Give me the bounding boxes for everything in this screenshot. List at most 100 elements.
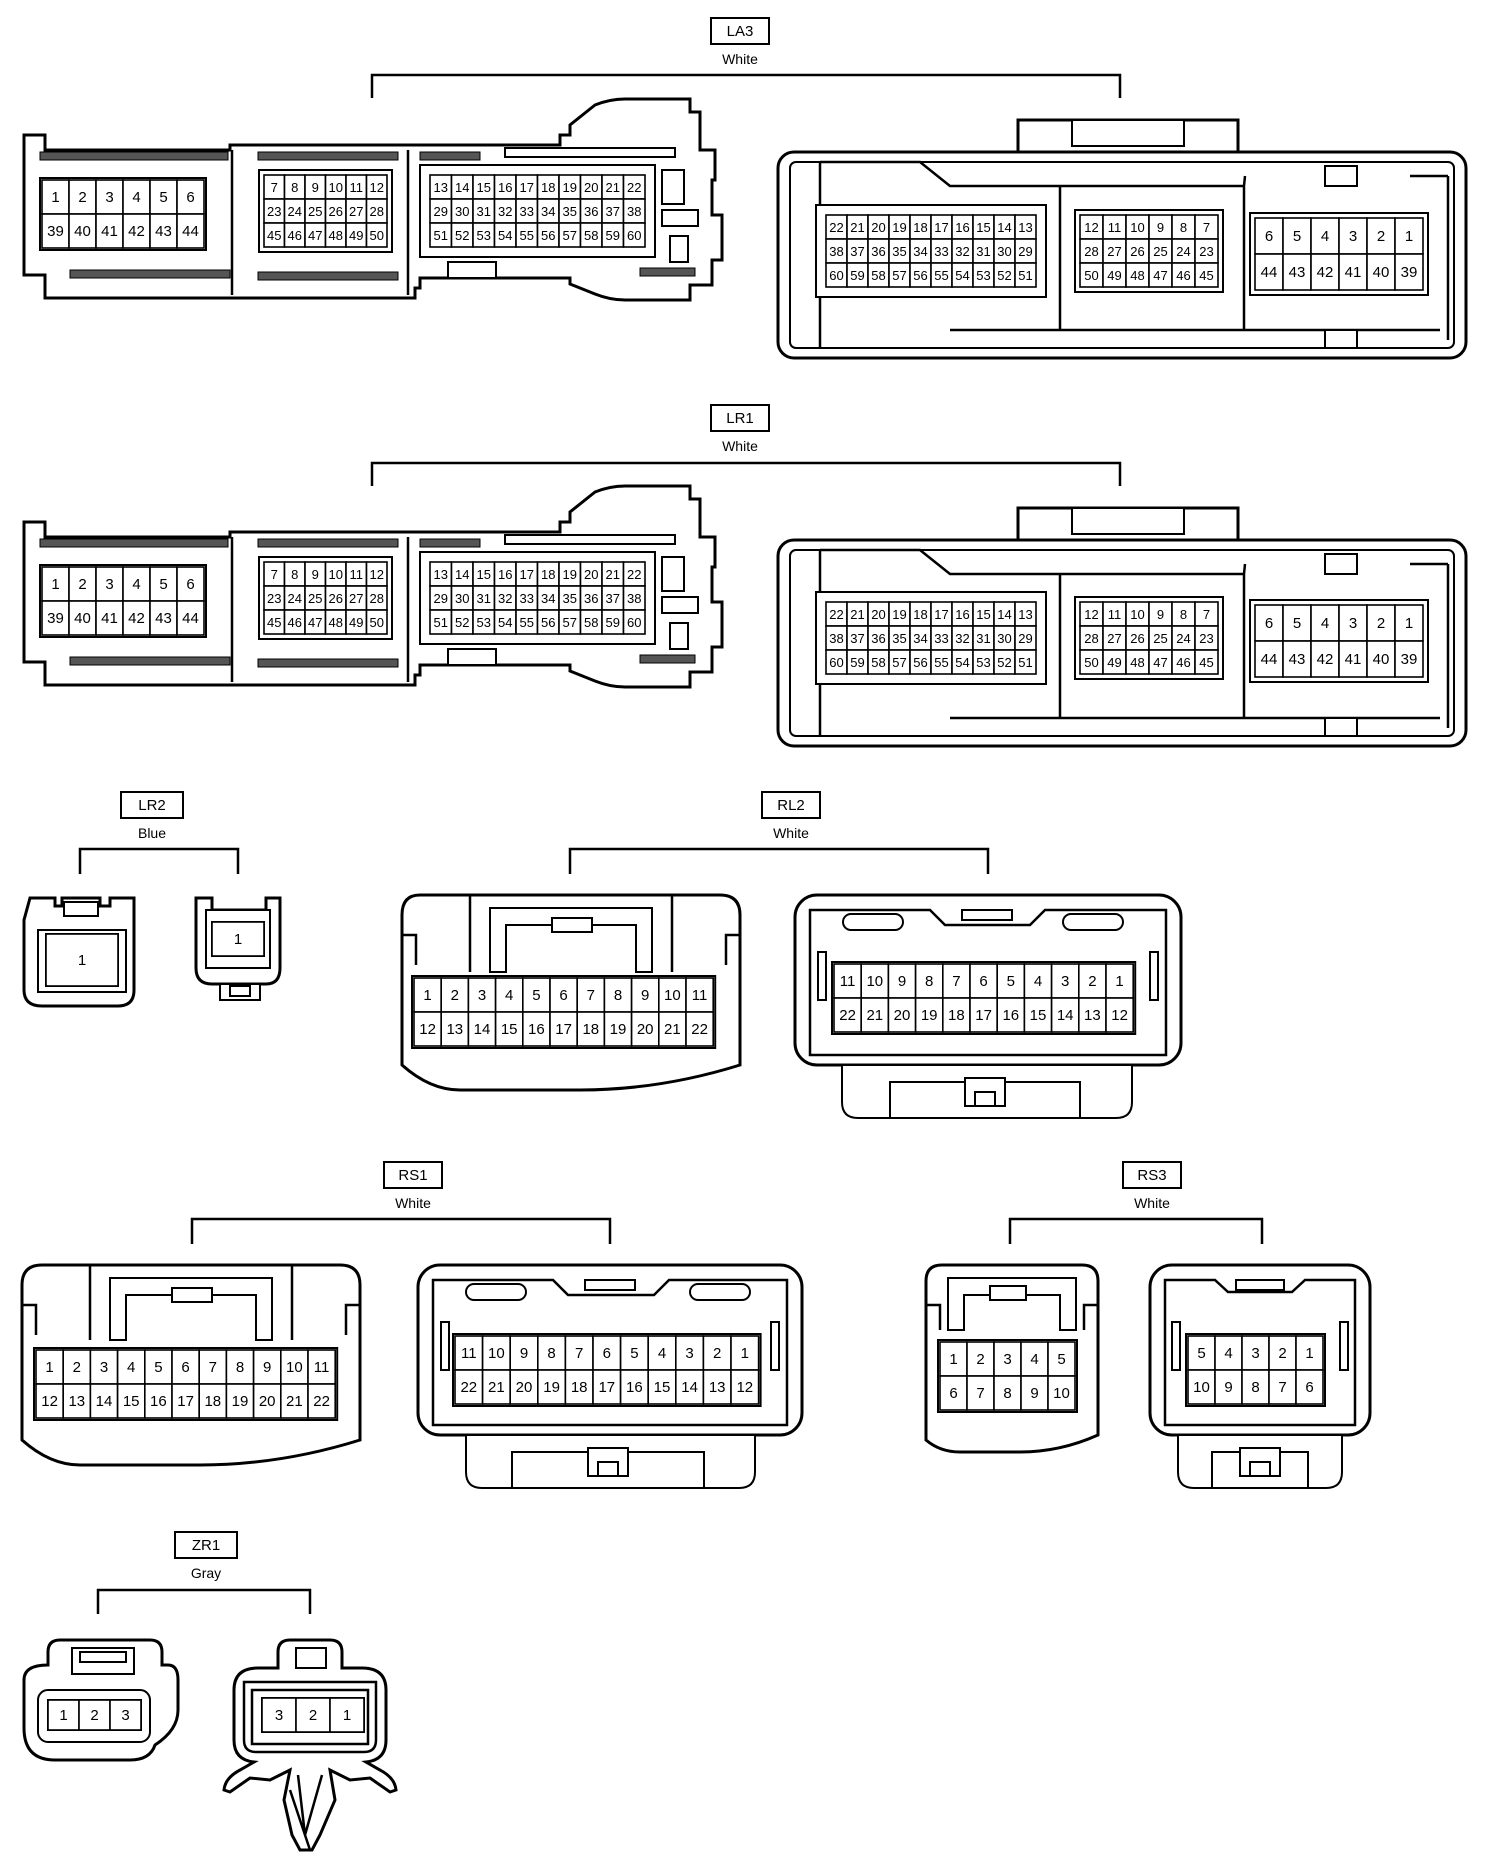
pin-number: 47 [1153, 268, 1167, 283]
pin-number: 14 [96, 1393, 113, 1410]
pin-number: 8 [1251, 1379, 1259, 1396]
pin-number: 3 [1003, 1351, 1011, 1368]
connector-id-label: LR1 [726, 410, 754, 427]
pin-number: 4 [1321, 228, 1329, 245]
pin-cell-la3: 29 [429, 198, 453, 224]
pin-cell-lr1: 15 [472, 561, 496, 587]
pin-cell-zr1: 2 [295, 1697, 331, 1733]
pin-number: 8 [291, 180, 298, 195]
pin-cell-rs1: 6 [171, 1349, 201, 1385]
pin-cell-lr1: 35 [888, 625, 911, 651]
pin-cell-la3: 23 [263, 198, 286, 224]
pin-cell-rs1: 16 [144, 1383, 173, 1419]
pin-cell-rl2: 20 [887, 997, 917, 1033]
pin-cell-la3: 13 [1014, 214, 1037, 240]
pin-number: 19 [543, 1379, 560, 1396]
pin-cell-la3: 54 [951, 262, 974, 288]
pin-number: 7 [575, 1345, 583, 1362]
pin-number: 44 [1261, 651, 1278, 668]
pin-cell-la3: 5 [149, 179, 178, 215]
pin-number: 42 [128, 610, 145, 627]
pin-cell-rs1: 2 [702, 1335, 732, 1371]
pin-cell-la3: 56 [536, 222, 560, 248]
pin-cell-lr1: 49 [1102, 649, 1127, 675]
pin-cell-rs3: 3 [993, 1341, 1022, 1377]
pin-cell-rl2: 13 [1078, 997, 1107, 1033]
pin-number: 9 [312, 567, 319, 582]
pin-cell-rs3: 5 [1047, 1341, 1076, 1377]
pin-number: 17 [520, 180, 534, 195]
pin-number: 51 [1018, 655, 1032, 670]
pin-cell-la3: 56 [909, 262, 932, 288]
pin-number: 37 [606, 591, 620, 606]
pin-number: 10 [1053, 1385, 1070, 1402]
pin-number: 50 [1084, 268, 1098, 283]
pin-cell-lr1: 31 [472, 585, 496, 611]
pin-number: 24 [288, 591, 302, 606]
pin-cell-lr1: 54 [951, 649, 974, 675]
pin-cell-rs1: 15 [116, 1383, 146, 1419]
connector-header-la3: LA3 White [370, 17, 1122, 98]
connector-header-lr1: LR1 White [370, 404, 1122, 486]
pin-number: 58 [871, 655, 885, 670]
pin-number: 2 [976, 1351, 984, 1368]
pin-cell-la3: 12 [365, 174, 388, 200]
pin-number: 17 [555, 1021, 572, 1038]
pin-cell-rs1: 11 [307, 1349, 337, 1385]
pin-cell-la3: 52 [450, 222, 474, 248]
pin-number: 20 [584, 180, 598, 195]
pin-cell-rl2: 7 [941, 963, 971, 999]
pin-number: 34 [913, 631, 927, 646]
pin-cell-lr1: 50 [1079, 649, 1104, 675]
pin-cell-rl2: 5 [996, 963, 1026, 999]
pin-cell-la3: 4 [1310, 217, 1340, 255]
pin-number: 21 [850, 220, 864, 235]
pin-cell-rs1: 8 [536, 1335, 567, 1371]
pin-cell-rl2: 18 [941, 997, 971, 1033]
pin-cell-zr1: 2 [78, 1699, 111, 1731]
pin-cell-rs3: 4 [1214, 1335, 1243, 1371]
pin-number: 14 [1057, 1007, 1074, 1024]
pin-cell-rl2: 16 [996, 997, 1026, 1033]
pin-cell-lr1: 31 [972, 625, 995, 651]
pin-cell-lr1: 51 [1014, 649, 1037, 675]
pin-number: 14 [681, 1379, 698, 1396]
pin-number: 49 [1107, 268, 1121, 283]
pin-number: 17 [598, 1379, 615, 1396]
pin-number: 4 [1030, 1351, 1038, 1368]
pin-number: 2 [1377, 615, 1385, 632]
pin-cell-la3: 7 [263, 174, 286, 200]
pin-number: 22 [839, 1007, 856, 1024]
pin-cell-la3: 9 [1148, 214, 1173, 240]
pin-number: 7 [271, 567, 278, 582]
pin-number: 22 [627, 180, 641, 195]
pin-cell-la3: 50 [1079, 262, 1104, 288]
pin-cell-lr1: 46 [1171, 649, 1196, 675]
pin-cell-lr1: 23 [263, 585, 286, 611]
pin-number: 10 [866, 973, 883, 990]
pin-number: 14 [997, 220, 1011, 235]
pin-cell-lr1: 39 [1394, 640, 1424, 678]
pin-cell-la3: 14 [450, 174, 474, 200]
pin-number: 22 [829, 607, 843, 622]
pin-cell-la3: 11 [1102, 214, 1127, 240]
pin-number: 13 [1018, 607, 1032, 622]
pin-cell-zr1: 1 [47, 1699, 80, 1731]
pin-number: 59 [606, 615, 620, 630]
pin-number: 51 [1018, 268, 1032, 283]
pin-number: 11 [692, 987, 708, 1004]
pin-number: 31 [477, 204, 491, 219]
pin-number: 13 [1018, 220, 1032, 235]
connector-id-label: LA3 [727, 23, 754, 40]
pin-cell-rl2: 14 [467, 1011, 497, 1047]
pin-number: 16 [528, 1021, 545, 1038]
pin-cell-lr1: 43 [149, 600, 178, 636]
pin-number: 9 [1157, 607, 1164, 622]
pin-number: 39 [47, 610, 64, 627]
pin-number: 25 [1153, 631, 1167, 646]
pin-number: 21 [664, 1021, 681, 1038]
connector-id-box [174, 1531, 238, 1559]
pin-number: 44 [182, 610, 199, 627]
pin-cell-rs1: 19 [536, 1369, 567, 1405]
